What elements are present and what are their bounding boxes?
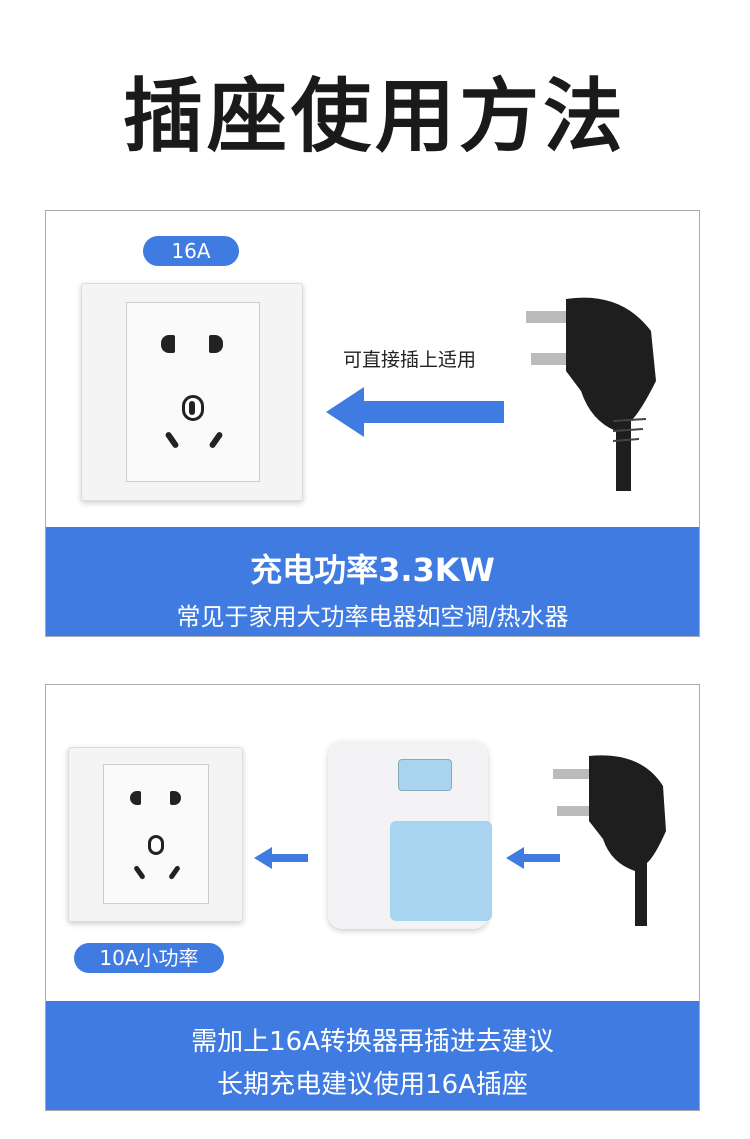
badge-16a: 16A — [143, 236, 239, 266]
arrow-left-icon — [506, 847, 560, 869]
power-button-icon — [398, 759, 452, 791]
banner-16a-info: 充电功率3.3KW 常见于家用大功率电器如空调/热水器 — [46, 527, 699, 636]
note-direct-plug: 可直接插上适用 — [343, 349, 477, 371]
charging-power: 充电功率3.3KW — [250, 551, 495, 589]
panel-16a-socket: 16A 可直接插上适用 充电功率3.3KW 常见于家用大功率电器如空调/热水器 — [45, 210, 700, 637]
wall-socket-10a — [68, 747, 243, 922]
wall-socket-16a — [81, 283, 303, 501]
plug-icon — [553, 755, 666, 926]
page-title: 插座使用方法 — [123, 70, 627, 163]
arrow-left-icon — [326, 387, 504, 437]
panel-10a-socket: 10A小功率 需加上16A转换器再插进去建议 长期充电建议使用16A插座 — [45, 684, 700, 1111]
16a-adapter — [328, 741, 492, 929]
banner-10a-info: 需加上16A转换器再插进去建议 长期充电建议使用16A插座 — [46, 1001, 699, 1110]
badge-10a: 10A小功率 — [74, 943, 224, 973]
long-term-advice: 长期充电建议使用16A插座 — [217, 1070, 528, 1100]
usage-note: 常见于家用大功率电器如空调/热水器 — [176, 603, 569, 631]
arrow-left-icon — [254, 847, 308, 869]
adapter-advice: 需加上16A转换器再插进去建议 — [191, 1027, 554, 1057]
plug-icon — [526, 297, 656, 491]
